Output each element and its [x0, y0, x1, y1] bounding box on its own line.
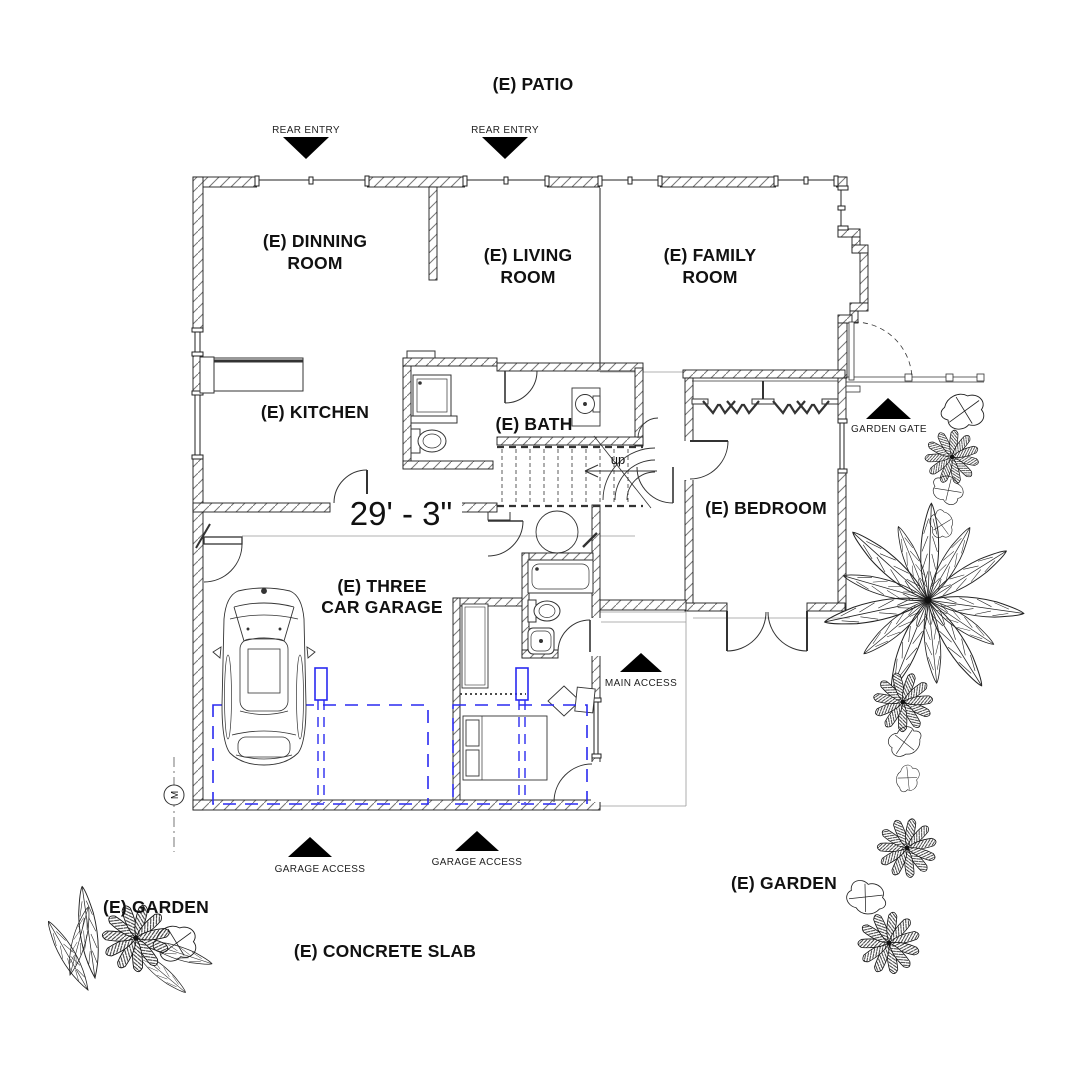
furniture	[460, 603, 596, 781]
doors	[203, 370, 808, 803]
meter-label: M	[170, 791, 181, 799]
star-plant-icon	[865, 806, 949, 890]
garage-access-label-left: GARAGE ACCESS	[275, 864, 366, 875]
main-access-label: MAIN ACCESS	[605, 678, 677, 689]
bath-label: (E) BATH	[495, 414, 572, 434]
kitchen-counter	[199, 356, 304, 394]
garage-access-arrow-left	[288, 837, 332, 857]
svg-text:CAR GARAGE: CAR GARAGE	[321, 597, 443, 617]
bath-door-swing	[504, 370, 538, 404]
garage-access-arrow-right	[455, 831, 499, 851]
dimension-backing	[340, 494, 462, 528]
parking-stall-right	[452, 704, 588, 805]
dining-room-label: (E) DINNING	[263, 231, 367, 251]
bedroom-door-swing	[689, 440, 729, 480]
gate-swing	[853, 321, 913, 381]
garage-door-post	[515, 667, 529, 701]
shower	[406, 350, 458, 424]
kitchen-label: (E) KITCHEN	[261, 402, 369, 422]
fence-post	[945, 373, 954, 382]
up-arrow	[584, 464, 657, 478]
car-top-view	[212, 587, 316, 766]
rear-entry-label-right: REAR ENTRY	[471, 125, 539, 136]
construction-lines	[193, 371, 850, 807]
svg-text:ROOM: ROOM	[287, 253, 342, 273]
garage-label: (E) THREE	[337, 576, 426, 596]
wall-break-mark	[195, 523, 211, 549]
parking-outlines	[212, 667, 588, 805]
walkway-door-swing	[553, 763, 593, 803]
labels: (E) PATIO REAR ENTRY REAR ENTRY (E) DINN…	[103, 74, 927, 961]
meter-marker: M	[163, 757, 185, 852]
french-door-left-swing	[726, 611, 767, 652]
rear-entry-arrow-right	[482, 137, 528, 159]
svg-text:ROOM: ROOM	[682, 267, 737, 287]
patio-label: (E) PATIO	[493, 74, 574, 94]
garage-side-door-leaf	[203, 536, 243, 545]
parking-stall-left	[212, 704, 429, 805]
up-label: up	[611, 452, 625, 467]
stair-newel-circle	[535, 510, 579, 554]
garden-gate-label: GARDEN GATE	[851, 424, 927, 435]
closet	[691, 380, 839, 415]
hanger-icon	[726, 400, 760, 415]
hanger-icon	[772, 400, 806, 415]
star-plant-icon	[920, 425, 984, 490]
bedroom-label: (E) BEDROOM	[705, 498, 827, 518]
windows	[191, 175, 849, 802]
powder-sink	[527, 627, 555, 655]
french-door-right-swing	[767, 611, 808, 652]
bathtub	[527, 559, 594, 594]
small-slab	[574, 686, 596, 714]
main-access-arrow	[620, 653, 662, 672]
bath-sink	[571, 387, 601, 427]
powder-door-swing	[557, 619, 591, 653]
wall-break-mark	[582, 532, 598, 548]
shrub-icon	[891, 761, 925, 797]
understairs-door-swing	[487, 520, 524, 557]
star-plant-icon	[853, 907, 926, 979]
garden-gate-arrow	[866, 398, 911, 419]
dimension-label: 29' - 3"	[350, 495, 452, 532]
kitchen-door-swing	[333, 469, 368, 504]
gate-leaf	[848, 321, 855, 381]
toilet-lower	[527, 599, 561, 623]
hall-door-swing	[636, 466, 674, 504]
svg-text:ROOM: ROOM	[500, 267, 555, 287]
markers: M	[163, 137, 911, 857]
living-room-label: (E) LIVING	[484, 245, 573, 265]
garage-door-post	[314, 667, 328, 701]
shrub-icon	[940, 393, 985, 430]
fence-post	[976, 373, 985, 382]
hanger-icon	[702, 400, 736, 415]
fixtures	[199, 350, 839, 655]
diamond-table	[547, 685, 581, 717]
shrub-icon	[929, 509, 953, 538]
bed	[462, 715, 548, 781]
concrete-slab-label: (E) CONCRETE SLAB	[294, 941, 476, 961]
garage-side-door-swing	[203, 543, 243, 583]
rear-entry-arrow-left	[283, 137, 329, 159]
palm-tree	[822, 502, 1026, 694]
garden-label-right: (E) GARDEN	[731, 873, 837, 893]
hanger-icon	[796, 400, 830, 415]
rear-entry-label-left: REAR ENTRY	[272, 125, 340, 136]
shrub-icon	[842, 873, 893, 922]
fence	[845, 321, 985, 393]
toilet-upper	[410, 428, 447, 454]
star-plant-icon	[863, 662, 942, 741]
family-room-label: (E) FAMILY	[664, 245, 757, 265]
plants	[41, 393, 1026, 998]
garden-label-left: (E) GARDEN	[103, 897, 209, 917]
stairs	[195, 417, 659, 554]
fence-post	[904, 373, 913, 382]
garage-access-label-right: GARAGE ACCESS	[432, 857, 523, 868]
